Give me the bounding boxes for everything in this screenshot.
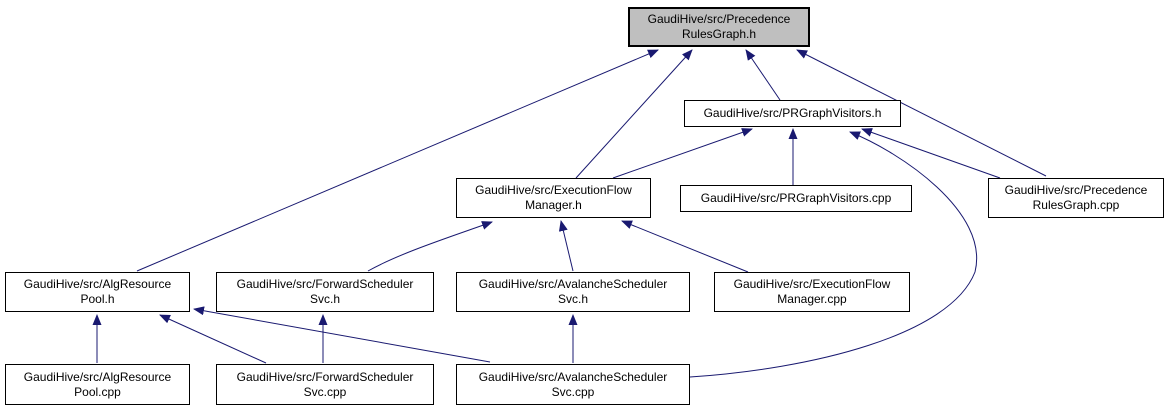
node-avalanche-scheduler-svc-cpp[interactable]: GaudiHive/src/AvalancheScheduler Svc.cpp	[456, 364, 690, 405]
edge-precedence-rules-graph-cpp-to-prgraph-visitors-h	[861, 128, 1001, 179]
node-prgraph-visitors-cpp[interactable]: GaudiHive/src/PRGraphVisitors.cpp	[680, 185, 912, 212]
edge-execution-flow-manager-h-to-precedence-rules-graph-h	[575, 49, 693, 179]
node-precedence-rules-graph-h[interactable]: GaudiHive/src/Precedence RulesGraph.h	[628, 7, 810, 47]
node-precedence-rules-graph-cpp[interactable]: GaudiHive/src/Precedence RulesGraph.cpp	[988, 178, 1164, 218]
edge-avalanche-scheduler-svc-h-to-execution-flow-manager-h	[558, 220, 574, 272]
node-forward-scheduler-svc-h[interactable]: GaudiHive/src/ForwardScheduler Svc.h	[216, 272, 434, 312]
edge-execution-flow-manager-cpp-to-execution-flow-manager-h	[621, 220, 749, 273]
edge-avalanche-scheduler-svc-cpp-to-alg-resource-pool-h	[193, 306, 491, 363]
edge-precedence-rules-graph-cpp-to-precedence-rules-graph-h	[796, 49, 1047, 177]
edge-avalanche-scheduler-svc-cpp-to-prgraph-visitors-h	[689, 131, 978, 378]
node-alg-resource-pool-h[interactable]: GaudiHive/src/AlgResource Pool.h	[5, 272, 190, 312]
node-forward-scheduler-svc-cpp[interactable]: GaudiHive/src/ForwardScheduler Svc.cpp	[216, 364, 434, 405]
edge-forward-scheduler-svc-h-to-execution-flow-manager-h	[367, 221, 493, 272]
node-execution-flow-manager-cpp[interactable]: GaudiHive/src/ExecutionFlow Manager.cpp	[714, 272, 910, 312]
node-avalanche-scheduler-svc-h[interactable]: GaudiHive/src/AvalancheScheduler Svc.h	[456, 272, 690, 312]
edge-execution-flow-manager-h-to-prgraph-visitors-h	[612, 128, 753, 179]
node-execution-flow-manager-h[interactable]: GaudiHive/src/ExecutionFlow Manager.h	[456, 178, 651, 218]
edge-alg-resource-pool-h-to-precedence-rules-graph-h	[136, 49, 659, 272]
node-prgraph-visitors-h[interactable]: GaudiHive/src/PRGraphVisitors.h	[684, 100, 901, 127]
node-alg-resource-pool-cpp[interactable]: GaudiHive/src/AlgResource Pool.cpp	[5, 364, 190, 405]
edge-prgraph-visitors-h-to-precedence-rules-graph-h	[745, 49, 781, 101]
edge-forward-scheduler-svc-cpp-to-alg-resource-pool-h	[159, 314, 267, 364]
